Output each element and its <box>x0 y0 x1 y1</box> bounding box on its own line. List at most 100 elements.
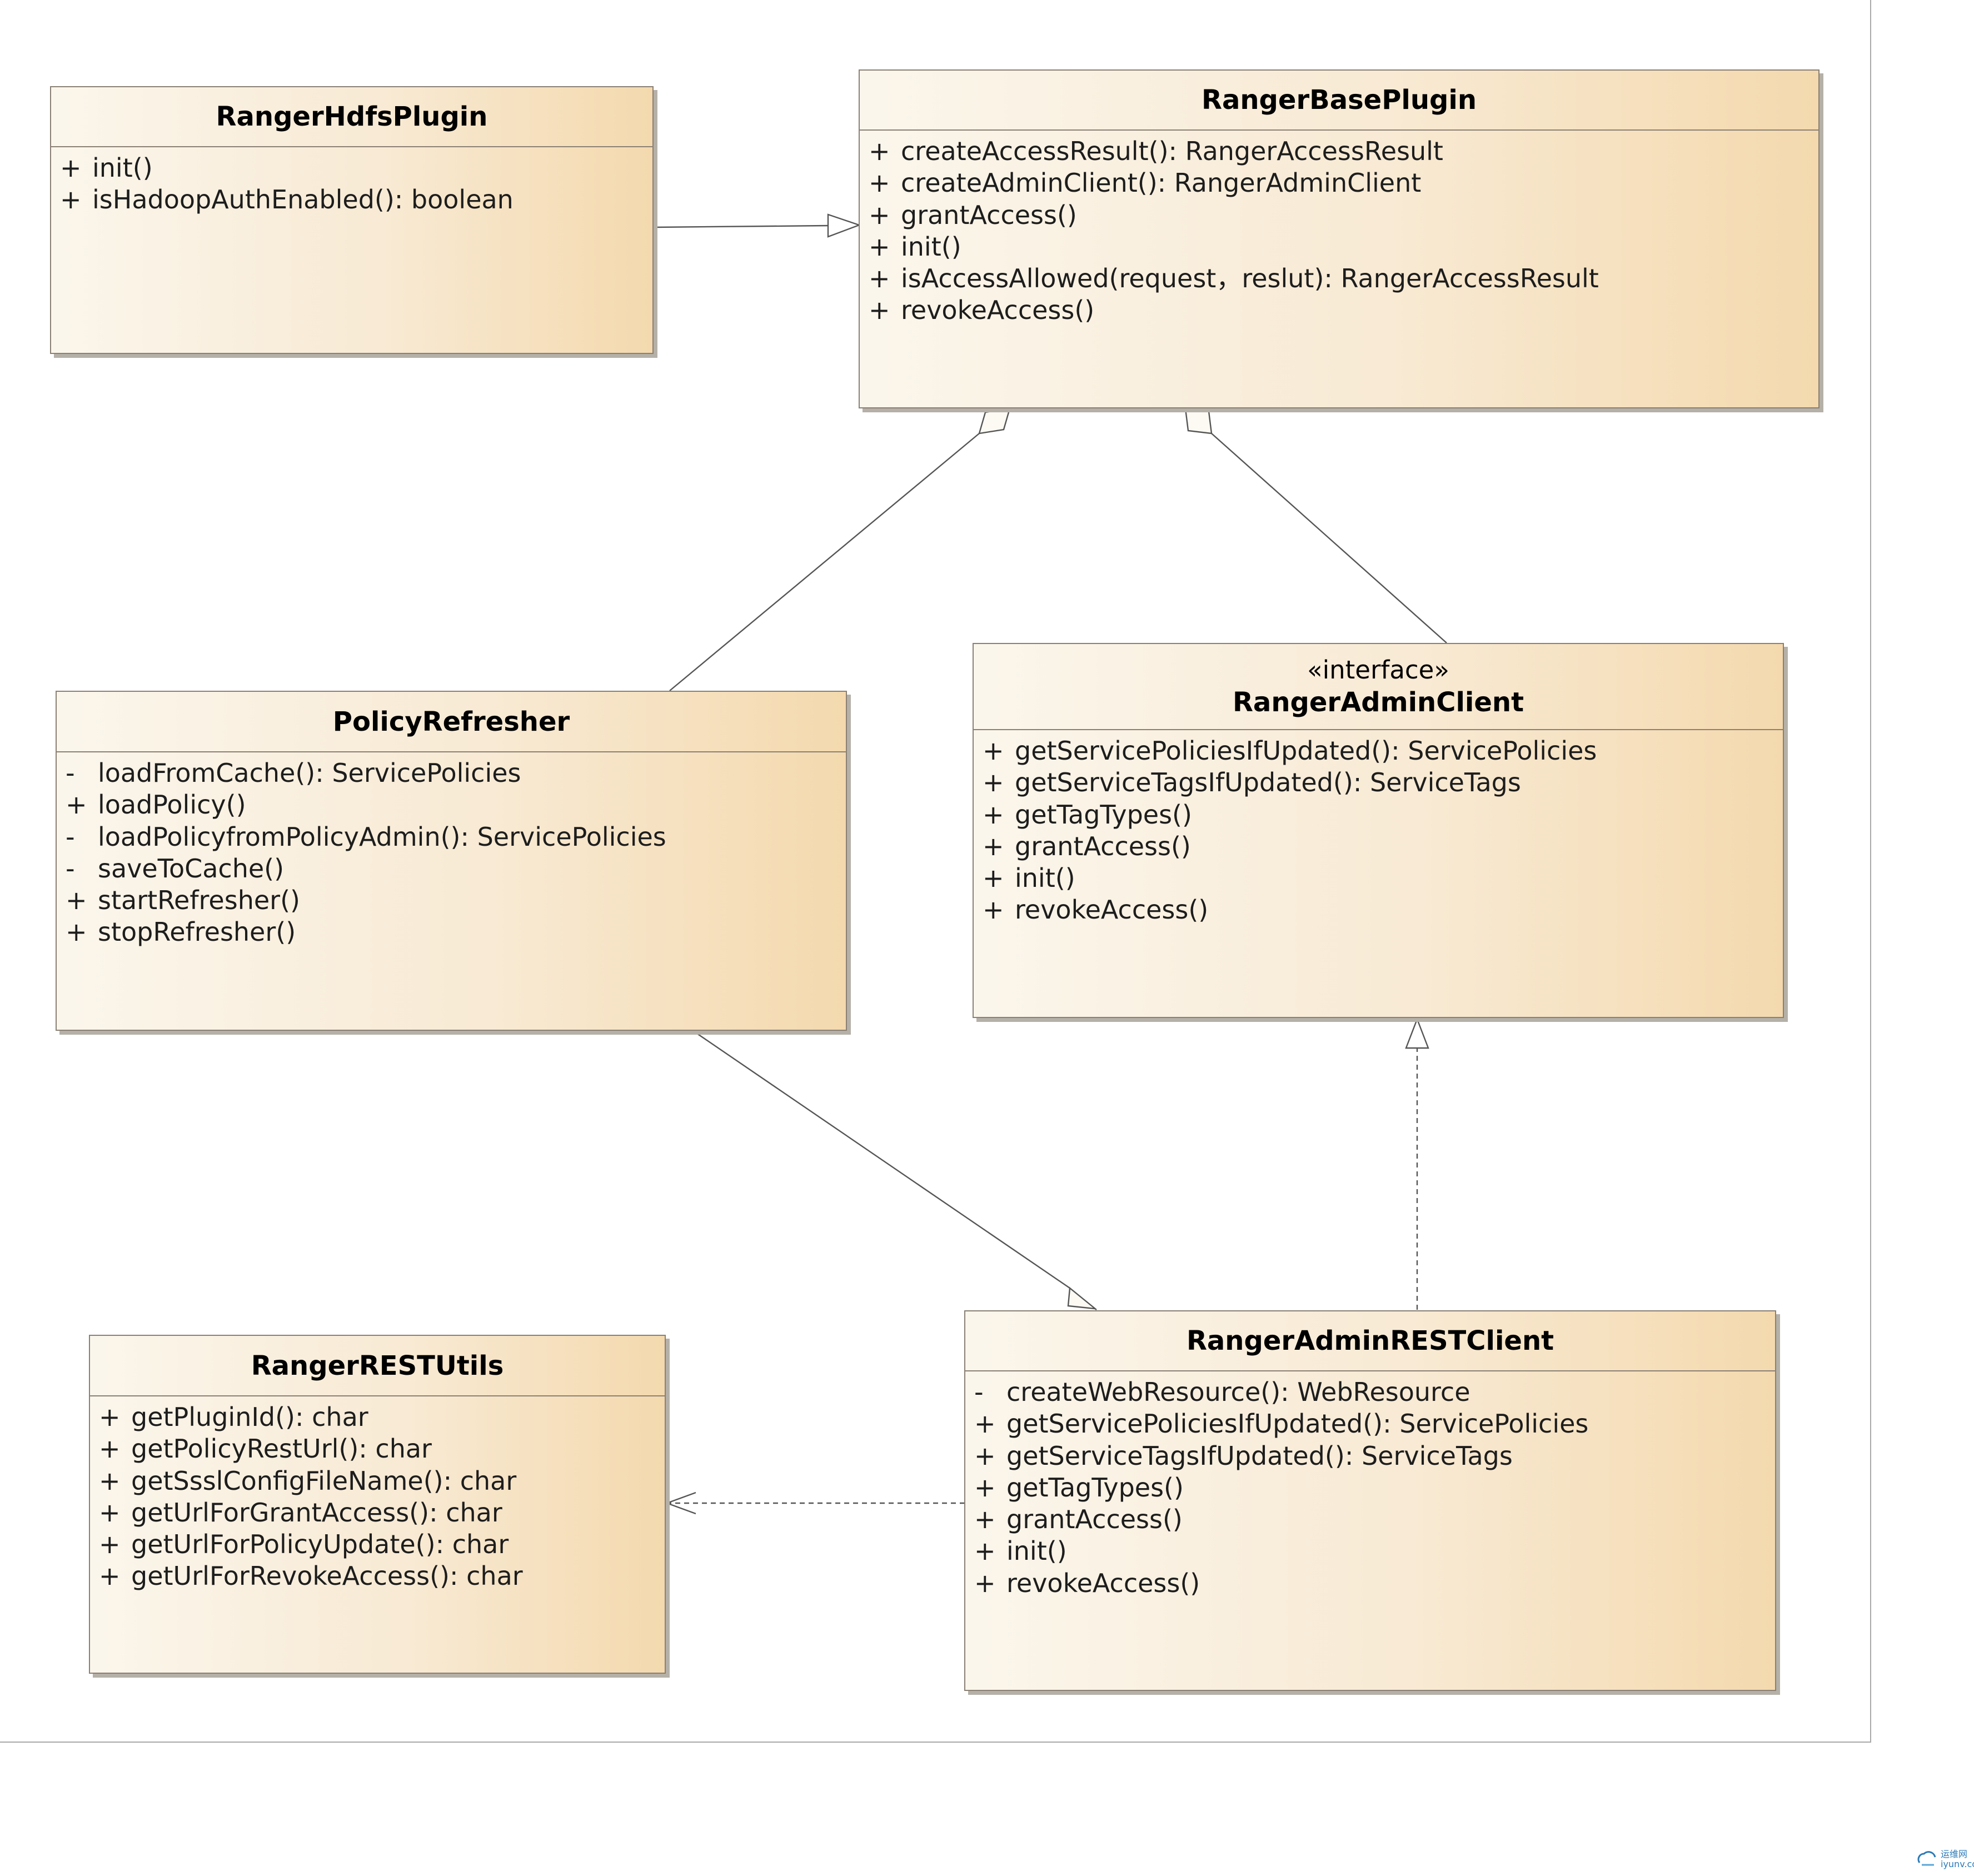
member-row: + grantAccess() <box>860 199 1818 231</box>
class-policy-refresher: PolicyRefresher - loadFromCache(): Servi… <box>56 691 847 1031</box>
visibility-marker: + <box>99 1434 121 1464</box>
visibility-marker: - <box>974 1377 984 1407</box>
member-row: + getSsslConfigFileName(): char <box>90 1465 665 1497</box>
member-signature: getServicePoliciesIfUpdated(): ServicePo… <box>1006 1409 1589 1439</box>
visibility-marker: + <box>60 153 82 183</box>
class-name: RangerHdfsPlugin <box>216 101 488 132</box>
visibility-marker: + <box>974 1472 996 1503</box>
visibility-marker: + <box>99 1497 121 1528</box>
member-row: + stopRefresher() <box>57 916 846 948</box>
member-row: + revokeAccess() <box>860 295 1818 326</box>
realization-restclient-to-adminclient <box>1405 1017 1429 1310</box>
visibility-marker: + <box>99 1465 121 1496</box>
visibility-marker: + <box>869 168 890 198</box>
watermark-label: 运维网 <box>1941 1849 1968 1859</box>
aggregation-refresher-to-restclient <box>692 1030 1097 1310</box>
class-header: RangerBasePlugin <box>860 71 1818 131</box>
class-ranger-admin-rest-client: RangerAdminRESTClient - createWebResourc… <box>964 1310 1776 1691</box>
visibility-marker: + <box>66 885 87 916</box>
member-row: + createAccessResult(): RangerAccessResu… <box>860 136 1818 167</box>
member-row: + getServicePoliciesIfUpdated(): Service… <box>965 1408 1775 1440</box>
class-name: RangerRESTUtils <box>251 1350 504 1381</box>
visibility-marker: + <box>983 863 1004 894</box>
visibility-marker: + <box>983 799 1004 830</box>
member-row: + getServicePoliciesIfUpdated(): Service… <box>974 735 1783 767</box>
member-row: + init() <box>965 1535 1775 1567</box>
class-name: RangerBasePlugin <box>1202 84 1477 116</box>
member-signature: getPluginId(): char <box>131 1402 368 1432</box>
class-ranger-base-plugin: RangerBasePlugin + createAccessResult():… <box>859 69 1820 408</box>
visibility-marker: + <box>66 917 87 947</box>
visibility-marker: + <box>60 184 82 215</box>
class-name: RangerAdminClient <box>1232 686 1524 718</box>
aggregation-adminclient-to-base <box>1184 407 1447 643</box>
member-row: + getServiceTagsIfUpdated(): ServiceTags <box>974 767 1783 799</box>
visibility-marker: + <box>869 199 890 230</box>
member-row: + createAdminClient(): RangerAdminClient <box>860 167 1818 199</box>
member-signature: createAccessResult(): RangerAccessResult <box>901 136 1443 166</box>
member-row: + isHadoopAuthEnabled(): boolean <box>51 184 652 216</box>
member-signature: stopRefresher() <box>98 917 296 947</box>
member-row: + init() <box>860 231 1818 263</box>
class-header: «interface» RangerAdminClient <box>974 644 1783 730</box>
member-signature: getServiceTagsIfUpdated(): ServiceTags <box>1015 767 1521 798</box>
member-row: + grantAccess() <box>974 831 1783 862</box>
class-header: PolicyRefresher <box>57 692 846 752</box>
members-list: + init() + isHadoopAuthEnabled(): boolea… <box>51 147 652 216</box>
member-row: + init() <box>51 152 652 184</box>
member-signature: revokeAccess() <box>1006 1568 1200 1598</box>
member-row: - createWebResource(): WebResource <box>965 1376 1775 1408</box>
member-signature: loadFromCache(): ServicePolicies <box>98 758 521 788</box>
member-signature: loadPolicy() <box>98 790 246 820</box>
visibility-marker: + <box>869 136 890 166</box>
member-signature: getUrlForRevokeAccess(): char <box>131 1561 523 1591</box>
watermark-url: iyunv.com <box>1941 1859 1974 1869</box>
visibility-marker: + <box>983 895 1004 925</box>
member-row: + getUrlForGrantAccess(): char <box>90 1497 665 1529</box>
member-signature: getPolicyRestUrl(): char <box>131 1434 432 1464</box>
frame-bottom-border <box>0 1742 1871 1743</box>
visibility-marker: + <box>66 790 87 820</box>
watermark-text: 运维网 iyunv.com <box>1941 1849 1974 1869</box>
generalization-hdfs-to-base <box>653 213 861 238</box>
frame-right-border <box>1870 0 1872 1742</box>
stereotype-label: «interface» <box>1307 655 1449 685</box>
visibility-marker: + <box>974 1409 996 1439</box>
aggregation-refresher-to-base <box>669 407 1011 691</box>
member-signature: init() <box>92 153 153 183</box>
member-signature: getUrlForPolicyUpdate(): char <box>131 1529 509 1560</box>
visibility-marker: + <box>974 1536 996 1566</box>
visibility-marker: + <box>974 1568 996 1598</box>
member-row: + getUrlForRevokeAccess(): char <box>90 1560 665 1592</box>
member-signature: getTagTypes() <box>1006 1472 1184 1503</box>
member-signature: getSsslConfigFileName(): char <box>131 1465 517 1496</box>
member-signature: loadPolicyfromPolicyAdmin(): ServicePoli… <box>98 821 666 852</box>
member-row: + getServiceTagsIfUpdated(): ServiceTags <box>965 1440 1775 1472</box>
member-signature: getUrlForGrantAccess(): char <box>131 1497 502 1528</box>
member-signature: grantAccess() <box>901 199 1077 230</box>
member-row: + revokeAccess() <box>974 894 1783 926</box>
member-row: + getUrlForPolicyUpdate(): char <box>90 1529 665 1560</box>
member-signature: saveToCache() <box>98 853 285 884</box>
member-row: - saveToCache() <box>57 853 846 885</box>
dependency-restclient-to-utils <box>665 1491 965 1515</box>
class-name: PolicyRefresher <box>332 706 570 737</box>
members-list: + createAccessResult(): RangerAccessResu… <box>860 131 1818 327</box>
watermark-logo: 运维网 iyunv.com <box>1915 1846 1974 1873</box>
member-signature: init() <box>1006 1536 1067 1566</box>
visibility-marker: + <box>99 1402 121 1432</box>
visibility-marker: + <box>974 1440 996 1471</box>
member-signature: grantAccess() <box>1015 831 1191 861</box>
member-row: + getPolicyRestUrl(): char <box>90 1433 665 1465</box>
class-ranger-hdfs-plugin: RangerHdfsPlugin + init() + isHadoopAuth… <box>50 86 654 354</box>
member-row: + startRefresher() <box>57 885 846 916</box>
member-row: + getTagTypes() <box>965 1472 1775 1504</box>
member-signature: getServiceTagsIfUpdated(): ServiceTags <box>1006 1440 1513 1471</box>
class-name: RangerAdminRESTClient <box>1186 1325 1554 1356</box>
class-header: RangerAdminRESTClient <box>965 1311 1775 1371</box>
member-signature: init() <box>1015 863 1075 894</box>
visibility-marker: + <box>99 1561 121 1591</box>
member-row: + getTagTypes() <box>974 799 1783 831</box>
member-row: + grantAccess() <box>965 1504 1775 1535</box>
